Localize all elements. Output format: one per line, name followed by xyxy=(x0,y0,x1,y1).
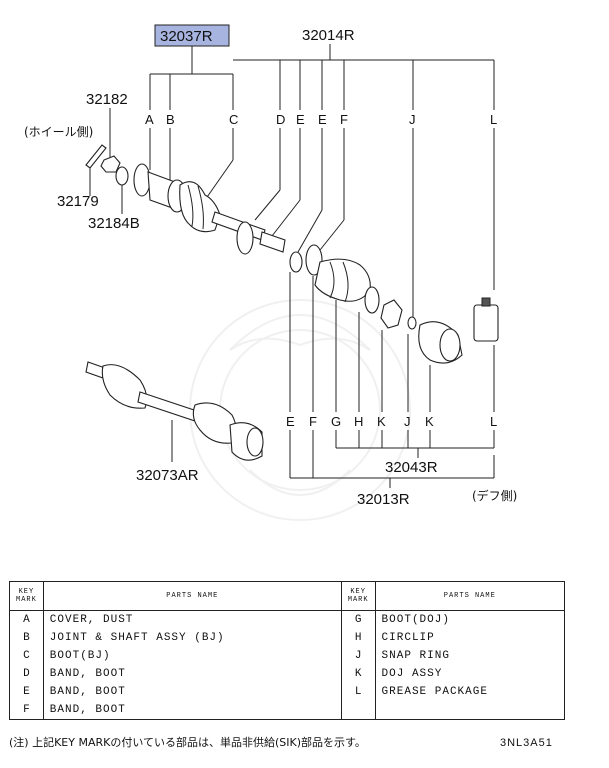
key-letter-C: C xyxy=(229,112,238,127)
part-name: SNAP RING xyxy=(374,647,566,665)
key-mark xyxy=(340,701,376,720)
cotter-pin xyxy=(85,144,107,169)
key-letter-J: J xyxy=(409,112,416,127)
washer-32184B xyxy=(115,166,129,186)
nut-32182 xyxy=(100,155,121,173)
bracket-32043R xyxy=(335,430,495,458)
boot-band-F xyxy=(305,244,323,276)
callout-32043R[interactable]: 32043R xyxy=(385,459,438,476)
part-name: BAND, BOOT xyxy=(42,665,342,683)
part-name xyxy=(374,701,566,720)
key-mark: G xyxy=(340,610,376,629)
bj-boot xyxy=(179,181,221,233)
table-row: F BAND, BOOT xyxy=(9,701,566,720)
key-mark: L xyxy=(340,683,376,701)
bracket-32014R xyxy=(233,44,495,110)
key-letter-F: F xyxy=(309,414,317,429)
key-mark: H xyxy=(340,629,376,647)
callout-32073AR[interactable]: 32073AR xyxy=(136,467,199,484)
bottom-key-letters: E F G H K J K L xyxy=(286,414,497,429)
bj-boot-assembled xyxy=(101,364,148,409)
header-key-mark-right: KEY MARK xyxy=(340,581,376,611)
key-letter-E: E xyxy=(318,112,327,127)
header-parts-name-left: PARTS NAME xyxy=(42,581,342,611)
key-letter-L: L xyxy=(490,414,497,429)
supply-note: (注) 上記KEY MARKの付いている部品は、単品非供給(SIK)部品を示す。 xyxy=(9,736,366,749)
bottom-leader-lines xyxy=(289,272,495,412)
boot-band-E xyxy=(289,251,303,273)
part-name: JOINT & SHAFT ASSY (BJ) xyxy=(42,629,342,647)
key-mark: E xyxy=(9,683,44,701)
callout-32037R[interactable]: 32037R xyxy=(160,28,213,45)
snap-ring xyxy=(407,316,417,330)
callout-32182[interactable]: 32182 xyxy=(86,91,128,108)
key-mark: J xyxy=(340,647,376,665)
key-letter-F: F xyxy=(340,112,348,127)
parts-diagram: 32037R 32014R A B C D E E F J L xyxy=(24,24,517,521)
key-letter-E: E xyxy=(296,112,305,127)
key-letter-J: J xyxy=(404,414,411,429)
key-letter-E: E xyxy=(286,414,295,429)
doj-boot-assembled xyxy=(192,402,237,444)
callout-32013R[interactable]: 32013R xyxy=(357,491,410,508)
bracket-32037R xyxy=(149,46,234,110)
part-name: CIRCLIP xyxy=(374,629,566,647)
part-name: BOOT(DOJ) xyxy=(374,610,566,629)
part-name: COVER, DUST xyxy=(42,610,342,629)
upper-shaft-assembly xyxy=(85,144,499,364)
bracket-32013R xyxy=(289,430,495,488)
part-name: DOJ ASSY xyxy=(374,665,566,683)
key-letter-K: K xyxy=(425,414,434,429)
doj-boot xyxy=(314,258,371,302)
key-letter-G: G xyxy=(331,414,341,429)
key-letter-A: A xyxy=(145,112,154,127)
dust-cover xyxy=(133,163,151,197)
part-name: BOOT(BJ) xyxy=(42,647,342,665)
top-leader-lines xyxy=(149,128,495,320)
lower-shaft-assembly xyxy=(85,361,264,461)
inner-race xyxy=(380,299,403,329)
part-name: BAND, BOOT xyxy=(42,701,342,720)
wheel-side-label: (ホイール側) xyxy=(24,125,93,139)
key-letter-L: L xyxy=(490,112,497,127)
key-letter-D: D xyxy=(276,112,285,127)
key-letter-H: H xyxy=(354,414,363,429)
key-letter-B: B xyxy=(166,112,175,127)
key-mark: C xyxy=(9,647,44,665)
drawing-code: 3NL3A51 xyxy=(500,737,553,749)
watermark-emblem xyxy=(189,299,411,521)
key-mark: F xyxy=(9,701,44,720)
key-letter-K: K xyxy=(377,414,386,429)
table-row: C BOOT(BJ) J SNAP RING xyxy=(9,647,566,665)
parts-legend-table: KEY MARK PARTS NAME KEY MARK PARTS NAME … xyxy=(9,581,566,720)
key-mark: A xyxy=(9,610,44,629)
top-key-letters: A B C D E E F J L xyxy=(145,112,497,127)
grease-package xyxy=(473,304,499,342)
key-mark: B xyxy=(9,629,44,647)
table-row: E BAND, BOOT L GREASE PACKAGE xyxy=(9,683,566,701)
header-parts-name-right: PARTS NAME xyxy=(374,581,566,611)
key-mark: K xyxy=(340,665,376,683)
table-row: A COVER, DUST G BOOT(DOJ) xyxy=(9,610,566,629)
callout-32014R[interactable]: 32014R xyxy=(302,27,355,44)
table-row: D BAND, BOOT K DOJ ASSY xyxy=(9,665,566,683)
callout-32179[interactable]: 32179 xyxy=(57,193,99,210)
part-name: BAND, BOOT xyxy=(42,683,342,701)
table-row: B JOINT & SHAFT ASSY (BJ) H CIRCLIP xyxy=(9,629,566,647)
diff-side-label: (デフ側) xyxy=(472,488,517,503)
callout-32184B[interactable]: 32184B xyxy=(88,215,140,232)
part-name: GREASE PACKAGE xyxy=(374,683,566,701)
spline-end xyxy=(259,231,286,253)
header-key-mark-left: KEY MARK xyxy=(9,581,44,611)
key-mark: D xyxy=(9,665,44,683)
circlip xyxy=(364,286,380,314)
boot-band-D xyxy=(236,221,254,255)
